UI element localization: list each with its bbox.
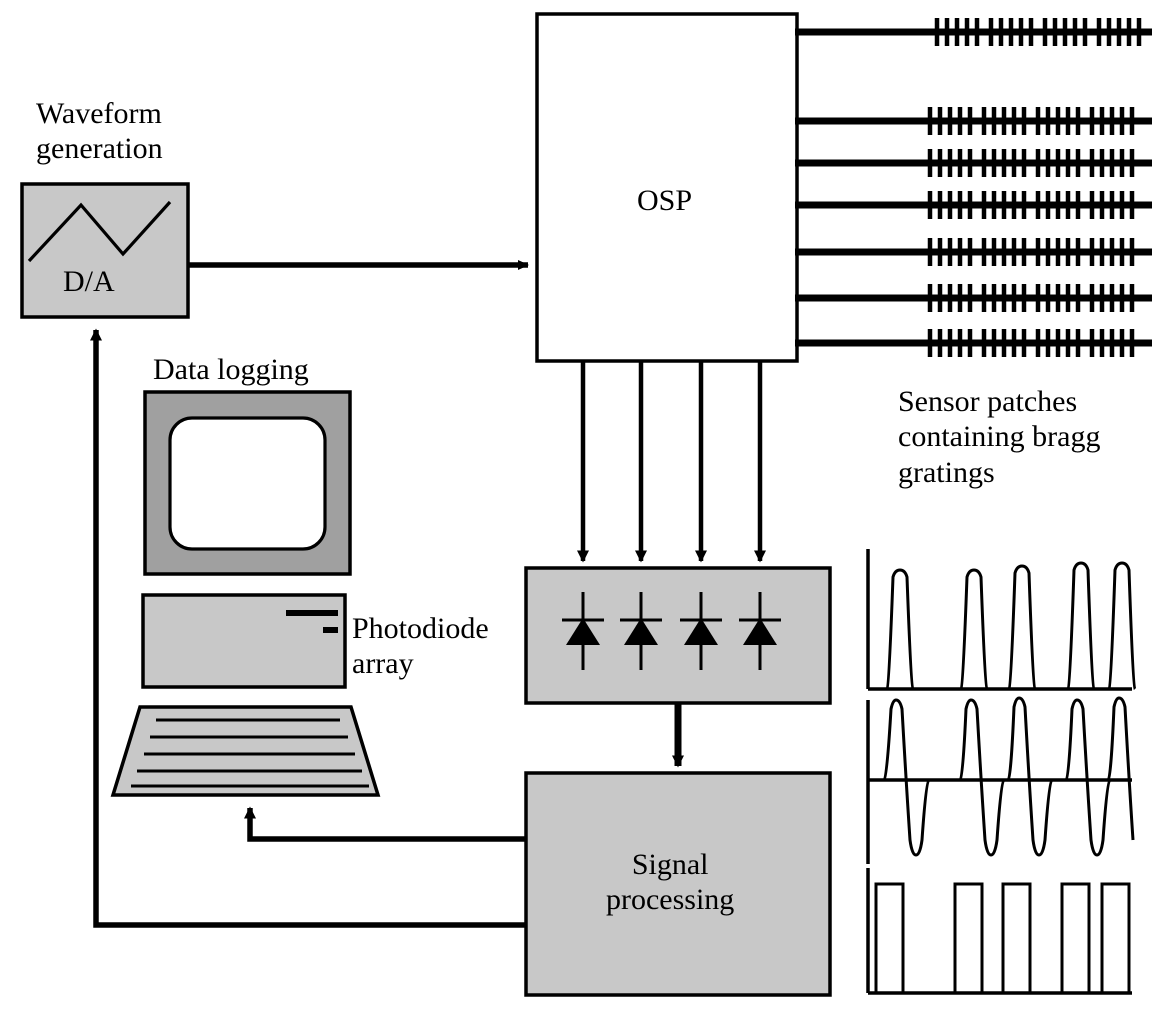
waveform-plot-differentiated-signal	[866, 696, 1135, 864]
bragg-grating-patch	[934, 18, 980, 46]
bragg-grating-patch	[981, 284, 1027, 312]
osp-box	[535, 12, 799, 363]
bragg-grating-patch	[1089, 191, 1135, 219]
bragg-grating-patch	[981, 149, 1027, 177]
sensor-patches-label: Sensor patches containing bragg gratings	[898, 385, 1101, 489]
da-label: D/A	[63, 265, 115, 298]
signal-processing-label: Signal processing	[606, 848, 735, 917]
fiber-line	[795, 149, 1152, 177]
bragg-grating-patch	[981, 191, 1027, 219]
bragg-grating-patch	[1035, 284, 1081, 312]
bragg-grating-patch	[1089, 284, 1135, 312]
bragg-grating-patch	[1035, 149, 1081, 177]
bragg-grating-patch	[1035, 107, 1081, 135]
photodiode-symbol	[620, 592, 662, 670]
da-box	[20, 182, 190, 319]
photodiode-symbol	[680, 592, 722, 670]
fiber-line	[795, 107, 1152, 135]
signal-to-keyboard-arrow	[244, 806, 526, 842]
bragg-grating-patch	[1089, 238, 1135, 266]
bragg-grating-patch	[927, 107, 973, 135]
fiber-line	[795, 18, 1152, 46]
bragg-grating-patch	[927, 238, 973, 266]
fiber-line	[795, 329, 1152, 357]
triangle-waveform-icon	[27, 200, 172, 263]
bragg-grating-patch	[927, 191, 973, 219]
bragg-grating-patch	[981, 329, 1027, 357]
keyboard	[110, 705, 381, 797]
bragg-grating-patch	[1089, 107, 1135, 135]
bragg-grating-patch	[1042, 18, 1088, 46]
photodiode-symbols-group	[562, 592, 781, 670]
data-logging-label: Data logging	[153, 353, 309, 386]
bragg-grating-patch	[988, 18, 1034, 46]
keyboard-key-rows	[131, 718, 369, 788]
photodiode-array-label: Photodiode array	[352, 612, 489, 681]
bragg-grating-patch	[927, 149, 973, 177]
photodiode-symbol	[562, 592, 604, 670]
bragg-grating-patch	[927, 284, 973, 312]
signal-processing-box	[524, 771, 832, 997]
signal-to-da-arrow	[90, 328, 526, 928]
fiber-lines-group	[795, 18, 1152, 357]
bragg-grating-patch	[1035, 238, 1081, 266]
waveform-generation-label: Waveform generation	[36, 97, 163, 166]
bragg-grating-patch	[927, 329, 973, 357]
osp-output-arrows	[577, 361, 766, 563]
bragg-grating-patch	[1089, 149, 1135, 177]
bragg-grating-patch	[1096, 18, 1142, 46]
photodiode-array-box	[524, 566, 832, 705]
cpu-box	[141, 593, 347, 689]
photodiode-symbol	[739, 592, 781, 670]
fiber-line	[795, 284, 1152, 312]
bragg-grating-patch	[1035, 329, 1081, 357]
bragg-grating-patch	[981, 107, 1027, 135]
bragg-grating-patch	[1035, 191, 1081, 219]
waveform-plot-digital-pulses	[866, 868, 1132, 995]
fiber-line	[795, 238, 1152, 266]
bragg-grating-patch	[1089, 329, 1135, 357]
osp-label: OSP	[637, 184, 693, 217]
waveform-plot-raw-signal	[866, 549, 1137, 691]
monitor-screen	[168, 416, 327, 551]
bragg-grating-patch	[981, 238, 1027, 266]
fiber-line	[795, 191, 1152, 219]
